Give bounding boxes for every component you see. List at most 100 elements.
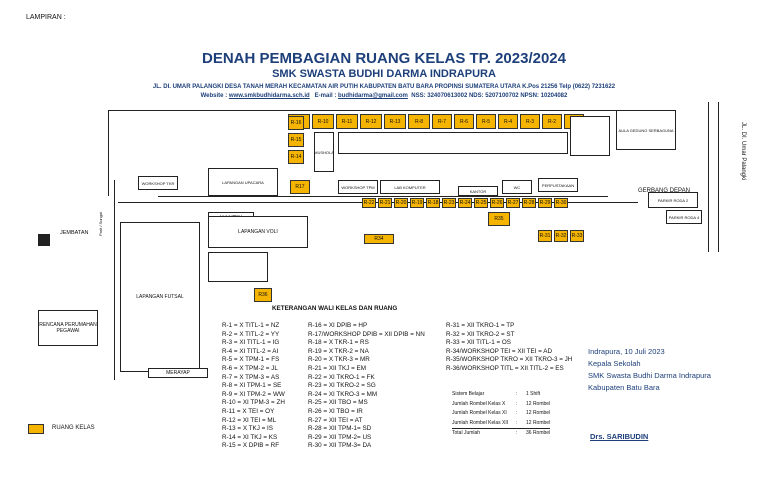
email-label: E-mail : [314, 93, 337, 99]
room-r12[interactable]: R-12 [360, 114, 382, 129]
web-label: Website : [200, 93, 228, 99]
stats-row: Jumlah Rombel Kelas XI : 12 Rombel [452, 409, 550, 419]
school-name: SMK SWASTA BUDHI DARMA INDRAPURA [272, 68, 496, 80]
room-r27[interactable]: R-27 [506, 198, 520, 208]
stats-sep: : [516, 400, 518, 407]
room-r19[interactable]: R-19 [410, 198, 424, 208]
bridge-label: JEMBATAN [60, 230, 89, 236]
block-parkir-b: PARKIR RODA 4 [666, 210, 702, 224]
block-lab: LAB KOMPUTER [380, 180, 440, 194]
block-mushola: MUSHOLA [314, 132, 334, 172]
stats-label: Jumlah Rombel Kelas XII [452, 419, 509, 426]
jalan-line-2 [708, 102, 709, 252]
room-r14[interactable]: R-14 [288, 150, 304, 164]
room-r3[interactable]: R-3 [520, 114, 540, 129]
keterangan-item: R-27 = XII TEI = AT [308, 416, 363, 424]
signature-region: Kabupaten Batu Bara [588, 383, 660, 392]
parit-label: Parit / Sungai [98, 212, 103, 237]
keterangan-item: R-13 = X TKJ = IS [222, 425, 273, 433]
room-r25[interactable]: R-25 [474, 198, 488, 208]
keterangan-item: R-15 = X DPIB = RF [222, 442, 280, 450]
stats-table: Sistem Belajar : 1 Shift Jumlah Rombel K… [452, 390, 551, 439]
room-r15[interactable]: R-15 [288, 133, 304, 147]
keterangan-item: R-19 = X TKR-2 = NA [308, 347, 369, 355]
keterangan-item: R-3 = XI TITL-1 = IG [222, 339, 280, 347]
room-r34[interactable]: R34 [364, 234, 394, 244]
keterangan-item: R-36/WORKSHOP TITL = XII TITL-2 = ES [446, 364, 564, 372]
web-link[interactable]: www.smkbudhidarma.sch.id [228, 93, 310, 99]
room-r23[interactable]: R-23 [442, 198, 456, 208]
stats-sep: : [516, 410, 518, 416]
room-r28[interactable]: R-28 [522, 198, 536, 208]
block-workshop-tpm: WORKSHOP TPM [338, 180, 378, 194]
block-lapangan-upacara: LAPANGAN UPACARA [208, 168, 278, 196]
room-r24[interactable]: R-24 [458, 198, 472, 208]
signature-block: Indrapura, 10 Juli 2023 Kepala Sekolah S… [588, 346, 711, 394]
stats-value: 12 Rombel [526, 419, 551, 426]
room-r31[interactable]: R-31 [538, 230, 552, 242]
school-address: JL. DI. UMAR PALANGKI DESA TANAH MERAH K… [152, 84, 616, 90]
room-r33[interactable]: R-33 [570, 230, 584, 242]
keterangan-col3: R-31 = XII TKRO-1 = TP R-32 = XII TKRO-2… [446, 322, 572, 374]
room-r21[interactable]: R-21 [378, 198, 392, 208]
room-r22[interactable]: R-22 [362, 198, 376, 208]
keterangan-item: R-31 = XII TKRO-1 = TP [446, 322, 515, 329]
keterangan-col2: R-16 = XI DPIB = HP R-17/WORKSHOP DPIB =… [308, 322, 425, 451]
room-r16[interactable]: R-16 [288, 116, 304, 130]
block-lapangan-voli: LAPANGAN VOLI [208, 216, 308, 248]
block-workshop-titl [208, 252, 268, 282]
room-r18[interactable]: R-18 [426, 198, 440, 208]
keterangan-item: R-30 = XII TPM-3= DA [308, 442, 372, 450]
block-parkir-a: PARKIR RODA 2 [648, 192, 698, 208]
room-r7[interactable]: R-7 [432, 114, 452, 129]
room-r32[interactable]: R-32 [554, 230, 568, 242]
block-aula: AULA GEDUNG SERBAGUNA [616, 110, 676, 150]
stats-value: 36 Rombel [526, 430, 551, 436]
room-r36[interactable]: R36 [254, 288, 272, 302]
parit-line [114, 180, 115, 380]
keterangan-item: R-24 = XI TKRO-3 = MM [308, 390, 378, 398]
legend-label: RUANG KELAS [52, 425, 95, 431]
keterangan-item: R-29 = XII TPM-2= US [308, 433, 372, 441]
room-r5[interactable]: R-5 [476, 114, 496, 129]
contact-line: Website : www.smkbudhidarma.sch.id E-mai… [0, 93, 768, 99]
room-r20[interactable]: R-20 [394, 198, 408, 208]
block-workshop-tkr: WORKSHOP TKR [138, 176, 178, 190]
page-title: DENAH PEMBAGIAN RUANG KELAS TP. 2023/202… [202, 50, 566, 67]
room-r2[interactable]: R-2 [542, 114, 562, 129]
stats-value: 12 Rombel [526, 400, 551, 407]
keterangan-item: R-33 = XII TITL-1 = OS [446, 339, 511, 347]
keterangan-item: R-32 = XII TKRO-2 = ST [446, 330, 515, 338]
corner-label: LAMPIRAN : [26, 14, 66, 21]
keterangan-item: R-11 = X TEI = OY [222, 407, 275, 415]
building-outline-top [108, 110, 674, 111]
keterangan-item: R-35/WORKSHOP TKRO = XII TKRO-3 = JH [446, 356, 573, 364]
room-r4[interactable]: R-4 [498, 114, 518, 129]
keterangan-item: R-14 = XI TKJ = KS [222, 433, 278, 441]
keterangan-item: R-7 = X TPM-3 = AS [222, 373, 280, 381]
gate-label: GERBANG DEPAN [638, 188, 690, 194]
keterangan-item: R-10 = XI TPM-3 = ZH [222, 399, 285, 407]
keterangan-item: R-20 = X TKR-3 = MR [308, 356, 370, 364]
room-r17[interactable]: R17 [290, 180, 310, 194]
block-perpus: PERPUSTAKAAN [538, 178, 578, 192]
stats-row: Jumlah Rombel Kelas XII : 12 Rombel [452, 419, 550, 429]
block-kantor-area [570, 116, 610, 156]
keterangan-item: R-5 = X TPM-1 = FS [222, 356, 280, 364]
room-r30[interactable]: R-30 [554, 198, 568, 208]
keterangan-item: R-1 = X TITL-1 = NZ [222, 322, 280, 329]
room-r10[interactable]: R-10 [312, 114, 334, 129]
email-link[interactable]: budhidarma@gmail.com [338, 93, 408, 99]
room-r26[interactable]: R-26 [490, 198, 504, 208]
room-r8[interactable]: R-8 [408, 114, 430, 129]
keterangan-item: R-25 = XII TBO = MS [308, 399, 368, 407]
legend-swatch [28, 424, 44, 434]
room-r13[interactable]: R-13 [384, 114, 406, 129]
room-r11[interactable]: R-11 [336, 114, 358, 129]
signature-place-date: Indrapura, 10 Juli 2023 [588, 347, 665, 356]
block-lapangan-futsal: LAPANGAN FUTSAL [120, 222, 200, 372]
room-r29[interactable]: R-29 [538, 198, 552, 208]
signature-role: Kepala Sekolah [588, 359, 641, 368]
room-r35[interactable]: R35 [488, 212, 510, 226]
room-r6[interactable]: R-6 [454, 114, 474, 129]
